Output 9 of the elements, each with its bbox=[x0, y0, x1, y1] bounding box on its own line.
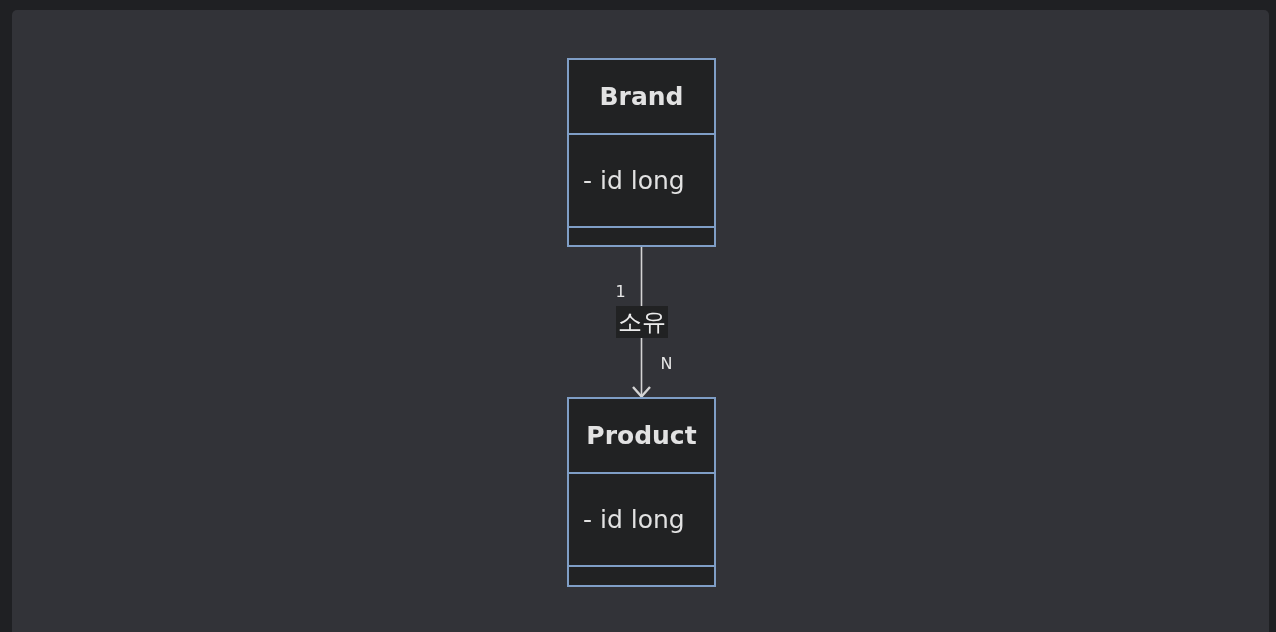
class-name: Product bbox=[586, 421, 697, 450]
attribute-text: - id long bbox=[583, 166, 685, 195]
class-box bbox=[567, 58, 716, 247]
multiplicity-label: N bbox=[660, 355, 673, 373]
class-box bbox=[567, 397, 716, 587]
edge-label: 소유 bbox=[615, 306, 668, 338]
class-name: Brand bbox=[599, 82, 684, 111]
attribute-text: - id long bbox=[583, 505, 685, 534]
multiplicity-label: 1 bbox=[615, 283, 626, 301]
